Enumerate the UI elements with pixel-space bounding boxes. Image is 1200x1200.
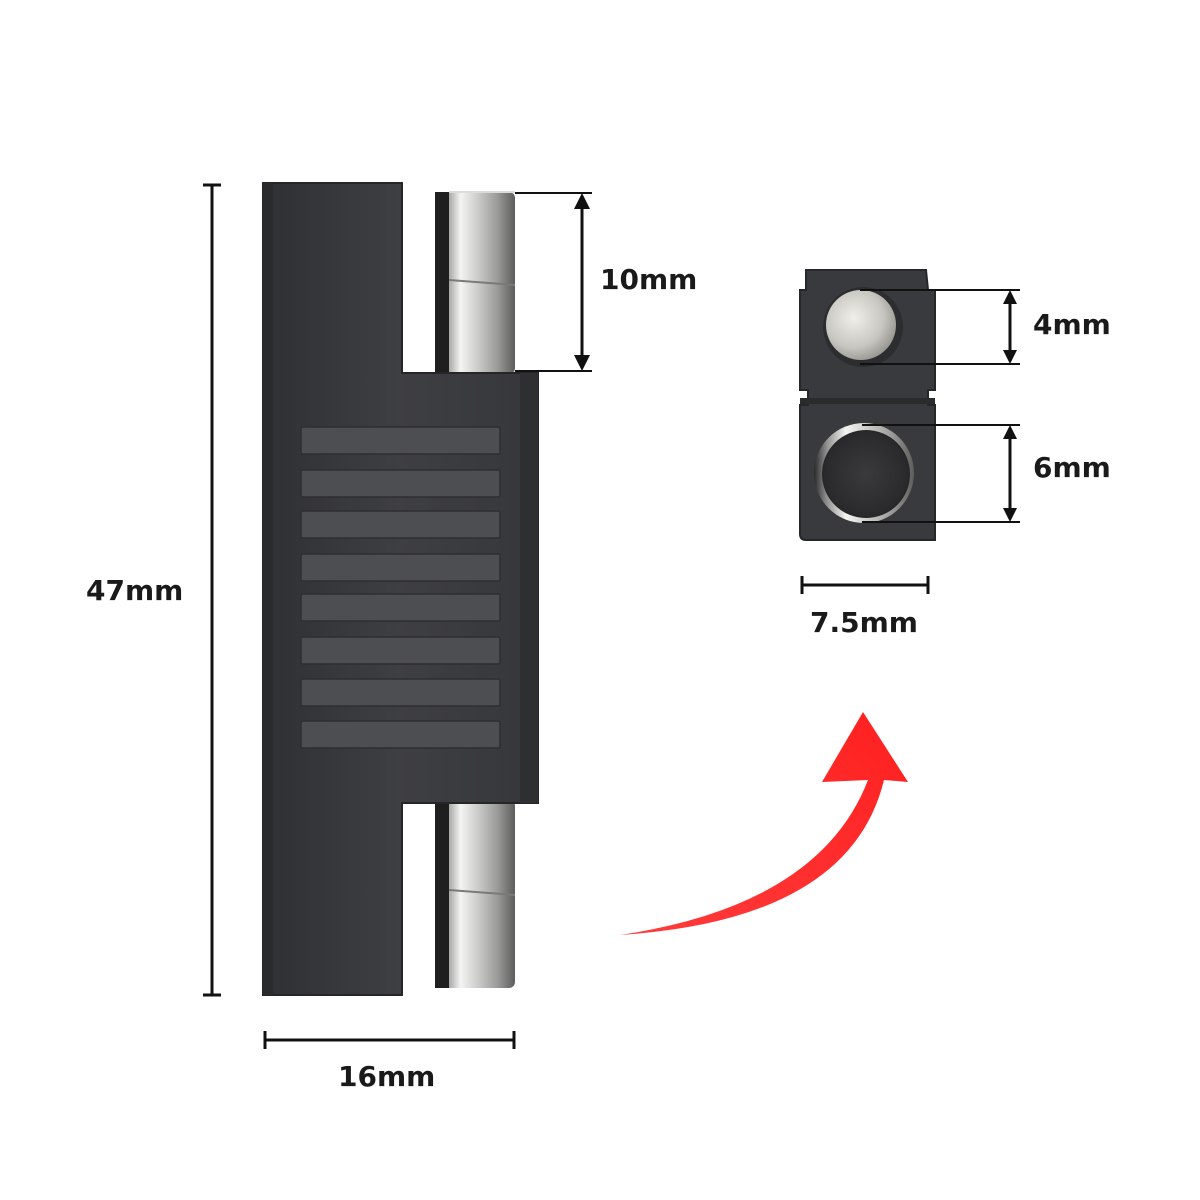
grip-rib — [300, 636, 501, 665]
grip-rib — [300, 510, 501, 539]
end-width-dimension-line — [800, 576, 930, 594]
connector-side-view — [262, 182, 539, 996]
pin-length-label: 10mm — [600, 263, 698, 296]
length-label: 47mm — [86, 574, 184, 607]
bottom-pin — [435, 800, 516, 988]
end-width-label: 7.5mm — [810, 606, 918, 639]
connector-end-view — [799, 269, 936, 541]
grip-rib — [300, 553, 501, 582]
pin-diameter-label: 4mm — [1033, 308, 1111, 341]
top-pin — [435, 191, 516, 374]
socket-diameter-dimension-line — [862, 424, 1020, 523]
pin-length-dimension-line — [515, 192, 592, 372]
pin-diameter-dimension-line — [860, 289, 1020, 365]
grip-rib — [300, 720, 501, 749]
width-dimension-line — [263, 1031, 516, 1049]
curved-arrow-icon — [620, 712, 908, 935]
width-label: 16mm — [338, 1060, 436, 1093]
length-dimension-line — [203, 183, 221, 997]
pin-face — [823, 287, 903, 367]
grip-ribs — [300, 426, 501, 749]
grip-rib — [300, 469, 501, 498]
grip-rib — [300, 678, 501, 707]
socket-diameter-label: 6mm — [1033, 451, 1111, 484]
socket-face — [814, 423, 914, 523]
grip-rib — [300, 593, 501, 622]
grip-rib — [300, 426, 501, 455]
